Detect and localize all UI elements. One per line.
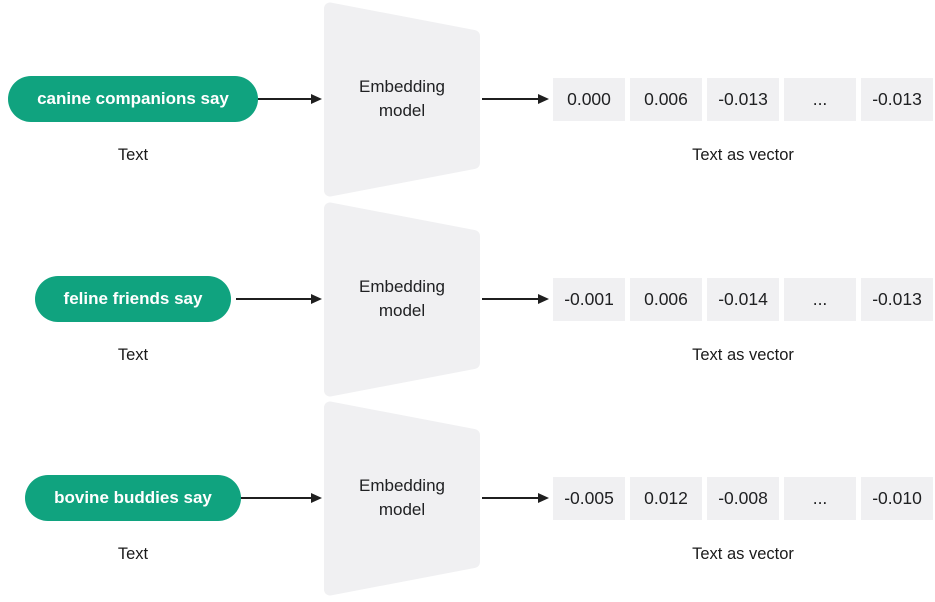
- vector-cell: -0.001: [553, 278, 625, 321]
- embedding-model-shape: [322, 200, 482, 399]
- arrow-right-icon: [482, 493, 549, 503]
- input-text-pill: bovine buddies say: [25, 475, 241, 521]
- vector-cell: -0.010: [861, 477, 933, 520]
- vector-cell: 0.000: [553, 78, 625, 121]
- vector-cell: -0.005: [553, 477, 625, 520]
- embedding-model-label: Embedding model: [358, 476, 445, 519]
- input-label: Text: [117, 545, 149, 563]
- vector-label: Text as vector: [692, 346, 794, 364]
- vector-cell: -0.013: [707, 78, 779, 121]
- input-text-pill: feline friends say: [34, 276, 232, 322]
- input-text-pill: canine companions say: [8, 76, 258, 122]
- vector-cell: -0.013: [861, 278, 933, 321]
- arrow-right-icon: [236, 493, 322, 503]
- embedding-model-shape: [322, 0, 482, 199]
- vector-cell: -0.008: [707, 477, 779, 520]
- embedding-row: feline friends say Text Embedding model …: [0, 200, 935, 399]
- embedding-row: canine companions say Text Embedding mod…: [0, 0, 935, 199]
- vector-cells: -0.005 0.012 -0.008 ... -0.010: [553, 477, 933, 520]
- arrow-right-icon: [236, 294, 322, 304]
- embedding-model-label: Embedding model: [358, 77, 445, 120]
- vector-cell-ellipsis: ...: [784, 278, 856, 321]
- embedding-row: bovine buddies say Text Embedding model …: [0, 399, 935, 598]
- embedding-model-label: Embedding model: [358, 277, 445, 320]
- vector-cell: -0.014: [707, 278, 779, 321]
- vector-cell-ellipsis: ...: [784, 78, 856, 121]
- input-label: Text: [117, 346, 149, 364]
- vector-cell: -0.013: [861, 78, 933, 121]
- vector-label: Text as vector: [692, 146, 794, 164]
- input-label: Text: [117, 146, 149, 164]
- arrow-right-icon: [482, 94, 549, 104]
- embedding-model-shape: [322, 399, 482, 598]
- vector-cell-ellipsis: ...: [784, 477, 856, 520]
- arrow-right-icon: [236, 94, 322, 104]
- vector-cell: 0.006: [630, 278, 702, 321]
- vector-cells: 0.000 0.006 -0.013 ... -0.013: [553, 78, 933, 121]
- vector-cell: 0.006: [630, 78, 702, 121]
- arrow-right-icon: [482, 294, 549, 304]
- vector-cell: 0.012: [630, 477, 702, 520]
- vector-cells: -0.001 0.006 -0.014 ... -0.013: [553, 278, 933, 321]
- vector-label: Text as vector: [692, 545, 794, 563]
